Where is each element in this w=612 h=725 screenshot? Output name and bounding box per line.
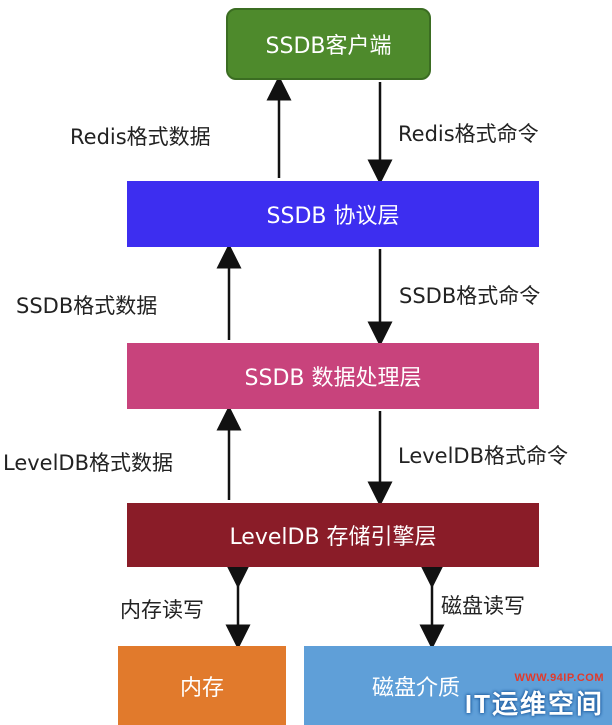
ssdb-data-label: SSDB格式数据 [16, 294, 158, 318]
redis-data-label: Redis格式数据 [70, 125, 211, 149]
disk-label: 磁盘介质 [372, 675, 461, 701]
mem-rw-label: 内存读写 [120, 598, 204, 622]
memory-box: 内存 [118, 646, 286, 725]
ssdb-client-box: SSDB客户端 [226, 8, 431, 80]
redis-cmd-label: Redis格式命令 [398, 122, 539, 146]
ssdb-cmd-label: SSDB格式命令 [399, 284, 541, 308]
leveldb-engine-layer-label: LevelDB 存储引擎层 [229, 525, 437, 550]
disk-box: 磁盘介质 [304, 646, 612, 725]
leveldb-data-label: LevelDB格式数据 [3, 451, 174, 475]
memory-label: 内存 [179, 675, 224, 701]
leveldb-engine-layer-box: LevelDB 存储引擎层 [127, 503, 539, 567]
leveldb-cmd-label: LevelDB格式命令 [398, 444, 569, 468]
ssdb-protocol-layer-label: SSDB 协议层 [266, 204, 400, 229]
ssdb-processing-layer-box: SSDB 数据处理层 [127, 343, 539, 409]
ssdb-protocol-layer-box: SSDB 协议层 [127, 181, 539, 247]
disk-rw-label: 磁盘读写 [441, 594, 525, 618]
ssdb-client-label: SSDB客户端 [265, 34, 392, 59]
ssdb-processing-layer-label: SSDB 数据处理层 [244, 366, 422, 391]
